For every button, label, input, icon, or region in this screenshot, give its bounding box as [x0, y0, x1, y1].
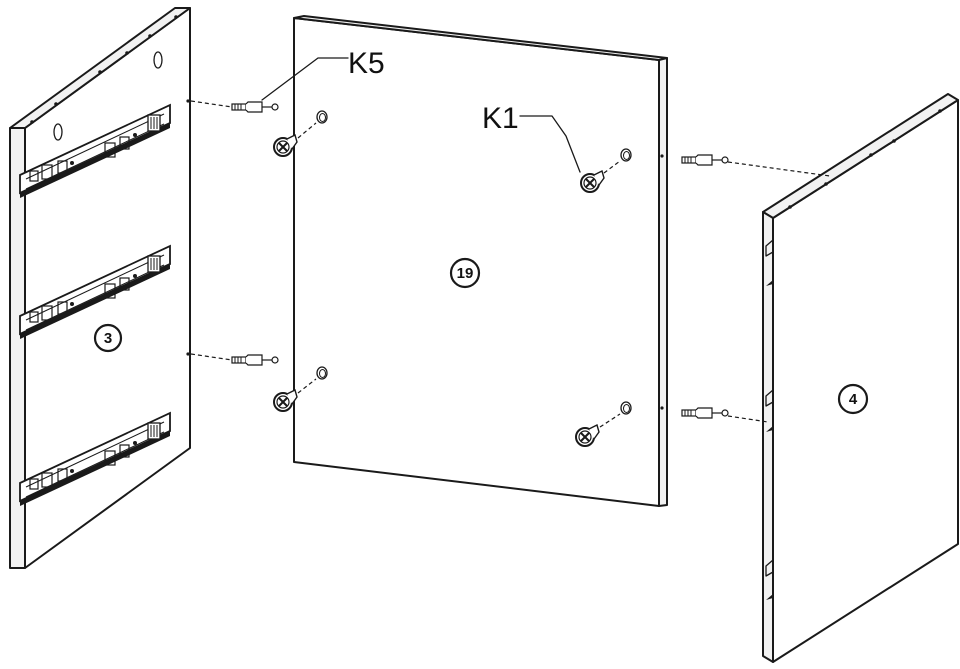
k1-label: K1: [482, 102, 519, 135]
dowel: [681, 154, 729, 166]
rail-bracket: [765, 239, 774, 600]
drilled-hole: [620, 148, 632, 162]
back-panel: [293, 15, 668, 507]
k5-label: K5: [348, 47, 385, 80]
drilled-hole: [316, 110, 328, 124]
part-number-3: 3: [93, 323, 123, 353]
part-number-3-label: 3: [104, 330, 112, 347]
drilled-hole: [620, 401, 632, 415]
part-number-19: 19: [449, 257, 481, 289]
drilled-hole: [316, 366, 328, 380]
part-number-4-label: 4: [849, 391, 858, 408]
callout-k5: K5: [261, 47, 385, 101]
dowel: [231, 101, 279, 113]
part-number-4: 4: [837, 383, 869, 415]
right-side-panel: [762, 93, 959, 663]
top-edge-holes: [30, 15, 178, 124]
callout-k1: K1: [482, 102, 581, 173]
top-edge-holes: [788, 109, 942, 209]
dowel: [681, 407, 729, 419]
part-number-19-label: 19: [457, 265, 474, 282]
dowel: [231, 354, 279, 366]
